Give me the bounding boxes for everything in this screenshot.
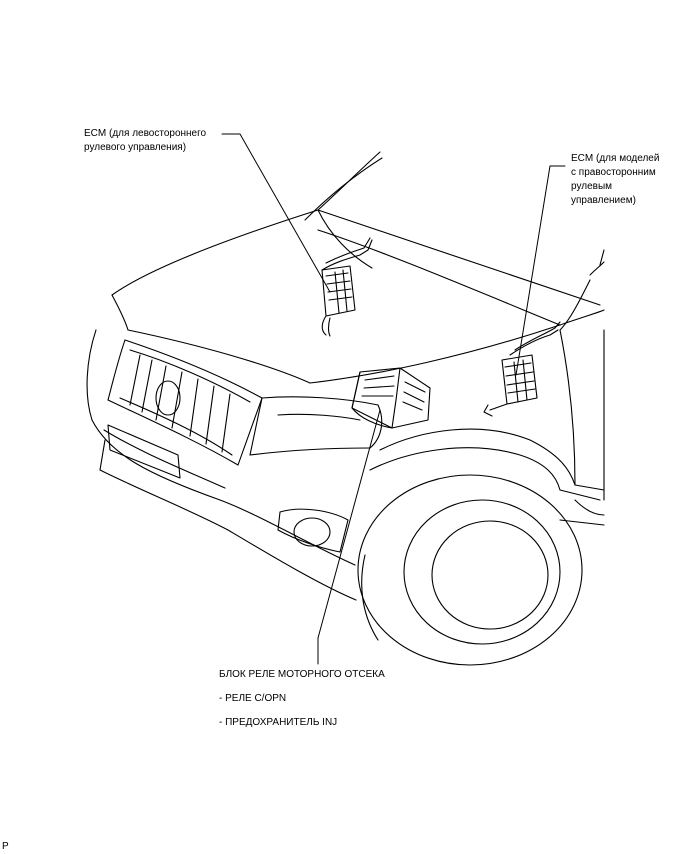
ecm-lhd-component <box>321 237 373 337</box>
leader-ecm-rhd <box>515 165 566 376</box>
relay-block-component <box>351 367 431 429</box>
leader-relay-block <box>317 409 381 665</box>
ecm-rhd-label-line-3: рулевым <box>571 181 613 192</box>
ecm-rhd-label-line-2: с правосторонним <box>571 167 656 178</box>
relay-item-inj-fuse: - ПРЕДОХРАНИТЕЛЬ INJ <box>219 717 338 728</box>
relay-item-copn: - РЕЛЕ C/OPN <box>219 693 287 704</box>
relay-block-title: БЛОК РЕЛЕ МОТОРНОГО ОТСЕКА <box>219 669 385 680</box>
ecm-rhd-label: ECM (для моделей с правосторонним рулевы… <box>571 152 659 208</box>
relay-block-label: БЛОК РЕЛЕ МОТОРНОГО ОТСЕКА <box>219 668 385 682</box>
leader-ecm-lhd <box>221 133 331 293</box>
ecm-lhd-label-line-1: ECM (для левостороннего <box>84 128 207 139</box>
vehicle-front-illustration <box>86 151 605 666</box>
corner-mark: P <box>2 841 9 852</box>
ecm-lhd-label: ECM (для левостороннего рулевого управле… <box>84 127 206 155</box>
ecm-rhd-label-line-1: ECM (для моделей <box>571 153 660 164</box>
ecm-lhd-label-line-2: рулевого управления) <box>84 142 187 153</box>
ecm-rhd-label-line-4: управлением) <box>571 195 636 206</box>
ecm-rhd-component <box>483 321 561 417</box>
leader-lines <box>221 133 566 665</box>
